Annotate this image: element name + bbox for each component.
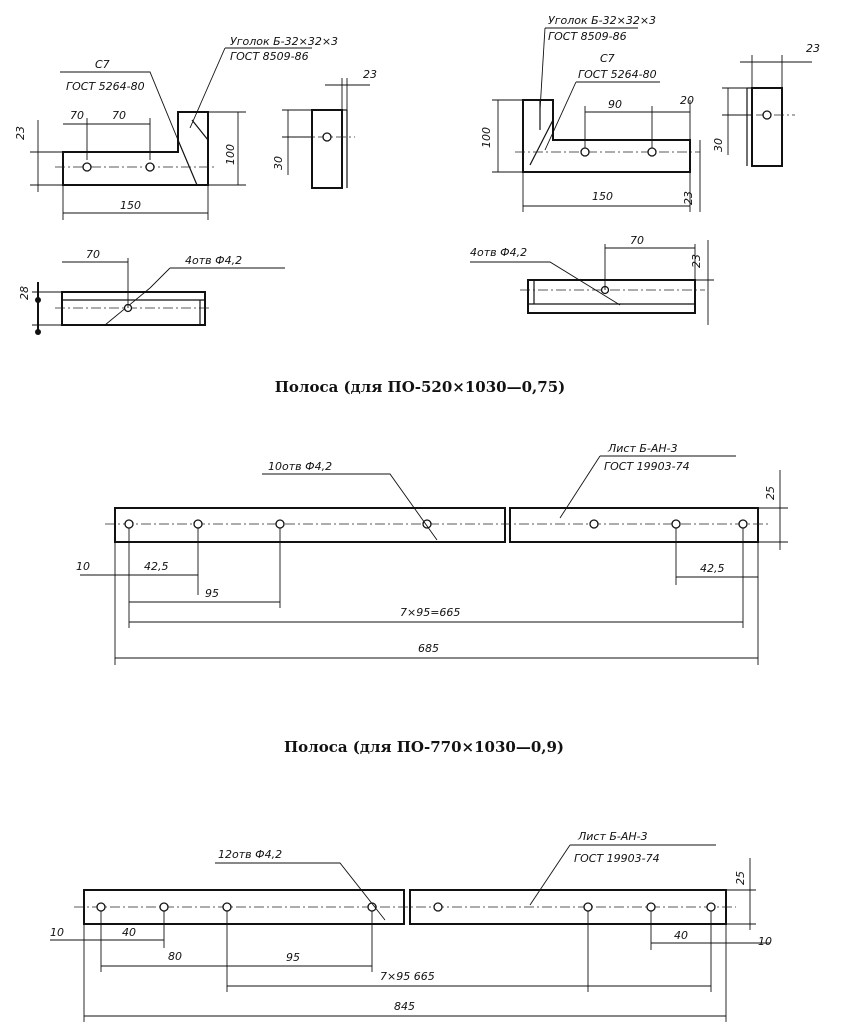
dim-30-side: 30 <box>272 156 285 170</box>
bracket-left-side-view <box>282 78 370 189</box>
hole <box>275 519 285 529</box>
strip2-dim-95: 95 <box>286 951 300 964</box>
strip2-drawing <box>50 844 770 1022</box>
strip1-dim-95: 95 <box>205 587 219 600</box>
hole <box>738 519 748 529</box>
dim-30-side-right: 30 <box>712 138 725 152</box>
strip2-dim-40-left: 40 <box>122 926 136 939</box>
dim-23-plan-right: 23 <box>690 254 703 268</box>
dim-100: 100 <box>224 144 237 165</box>
dim-20: 20 <box>680 94 694 107</box>
strip1-sheet-note-2: ГОСТ 19903-74 <box>604 460 690 473</box>
hole <box>82 162 92 172</box>
strip1-dim-total: 685 <box>418 642 439 655</box>
hole <box>762 110 772 120</box>
dim-70-plan-right: 70 <box>630 234 644 247</box>
strip2-holes-note: 12отв Ф4,2 <box>218 848 282 861</box>
strip1-dim-25: 25 <box>764 486 777 500</box>
dim-70a: 70 <box>70 109 84 122</box>
bracket-left-plan-view <box>32 258 285 335</box>
hole <box>322 132 332 142</box>
strip2-dim-25: 25 <box>734 871 747 885</box>
strip1-sheet-note-1: Лист Б-АН-3 <box>607 442 678 455</box>
hole <box>159 902 169 912</box>
dim-23-side-right: 23 <box>806 42 820 55</box>
dim-150: 150 <box>120 199 141 212</box>
hole <box>145 162 155 172</box>
holes-note-left: 4отв Ф4,2 <box>185 254 242 267</box>
steel-note-1: С7 <box>95 58 110 71</box>
strip1-drawing <box>80 455 788 665</box>
steel-note-2-right: ГОСТ 5264-80 <box>578 68 657 81</box>
dim-23-v-right: 23 <box>682 191 695 205</box>
hole <box>706 902 716 912</box>
strip2-sheet-note-2: ГОСТ 19903-74 <box>574 852 660 865</box>
strip2-title: Полоса (для ПО-770×1030—0,9) <box>284 738 564 756</box>
strip2-dim-10-right: 10 <box>758 935 772 948</box>
hole <box>583 902 593 912</box>
hole <box>222 902 232 912</box>
hole <box>646 902 656 912</box>
steel-note-2: ГОСТ 5264-80 <box>66 80 145 93</box>
dim-90: 90 <box>608 98 622 111</box>
bracket-right-plan-view <box>470 240 714 325</box>
bracket-right-side-view <box>722 55 812 167</box>
hole <box>433 902 443 912</box>
hole <box>580 147 590 157</box>
strip2-dim-40-right: 40 <box>674 929 688 942</box>
angle-note-2: ГОСТ 8509-86 <box>230 50 309 63</box>
strip2-dim-chain: 7×95 665 <box>380 970 435 983</box>
strip1-holes-note: 10отв Ф4,2 <box>268 460 332 473</box>
dim-23-side: 23 <box>363 68 377 81</box>
dim-28: 28 <box>18 286 31 300</box>
dim-150-right: 150 <box>592 190 613 203</box>
hole <box>124 519 134 529</box>
dim-70-plan-left: 70 <box>86 248 100 261</box>
holes-note-right: 4отв Ф4,2 <box>470 246 527 259</box>
hole <box>96 902 106 912</box>
strip2-dim-total: 845 <box>394 1000 415 1013</box>
dim-100-right: 100 <box>480 127 493 148</box>
strip2-dim-80: 80 <box>168 950 182 963</box>
angle-note-2-right: ГОСТ 8509-86 <box>548 30 627 43</box>
strip2-sheet-note-1: Лист Б-АН-3 <box>577 830 648 843</box>
hole <box>647 147 657 157</box>
angle-note-1: Уголок Б-32×32×3 <box>230 35 338 48</box>
hole <box>422 519 432 529</box>
steel-note-1-right: С7 <box>600 52 615 65</box>
hole <box>671 519 681 529</box>
strip1-title: Полоса (для ПО-520×1030—0,75) <box>275 378 566 396</box>
dim-23-left: 23 <box>14 126 27 140</box>
strip1-dim-42-5-right: 42,5 <box>700 562 725 575</box>
strip1-dim-42-5-left: 42,5 <box>144 560 169 573</box>
strip1-dim-chain: 7×95=665 <box>400 606 460 619</box>
bracket-left-front-view <box>30 47 312 220</box>
strip2-dim-10-left: 10 <box>50 926 64 939</box>
angle-note-1-right: Уголок Б-32×32×3 <box>548 14 656 27</box>
hole <box>589 519 599 529</box>
hole <box>193 519 203 529</box>
bracket-right-front-view <box>492 27 701 212</box>
dim-70b: 70 <box>112 109 126 122</box>
strip1-dim-10: 10 <box>76 560 90 573</box>
